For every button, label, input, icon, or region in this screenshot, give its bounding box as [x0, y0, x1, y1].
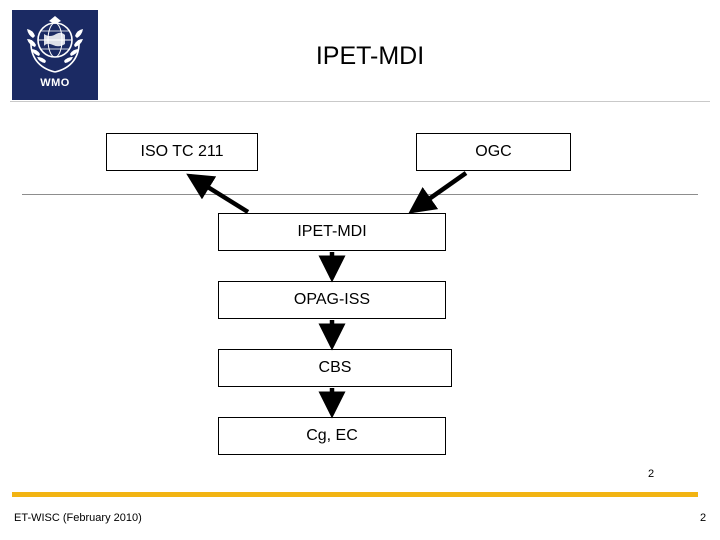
diagram-box-iso-tc-211[interactable]: ISO TC 211: [106, 133, 258, 171]
wmo-logo-label: WMO: [40, 77, 70, 89]
diagram-box-cg-ec[interactable]: Cg, EC: [218, 417, 446, 455]
diagram-box-opag-iss[interactable]: OPAG-ISS: [218, 281, 446, 319]
diagram-box-ogc[interactable]: OGC: [416, 133, 571, 171]
page-number-top: 2: [648, 468, 655, 480]
page-title: IPET-MDI: [315, 42, 425, 70]
page-number-bottom: 2: [700, 512, 707, 524]
diagram-box-cbs[interactable]: CBS: [218, 349, 452, 387]
header-divider: [10, 101, 710, 102]
wmo-emblem-icon: [27, 16, 83, 73]
footer-accent-bar: [12, 492, 698, 497]
footer-text: ET-WISC (February 2010): [14, 512, 142, 524]
diagram-box-ipet-mdi[interactable]: IPET-MDI: [218, 213, 446, 251]
wmo-logo: WMO: [12, 10, 98, 100]
diagram-separator-line: [22, 194, 698, 195]
arrow-ogc-to-ipet: [408, 171, 468, 214]
